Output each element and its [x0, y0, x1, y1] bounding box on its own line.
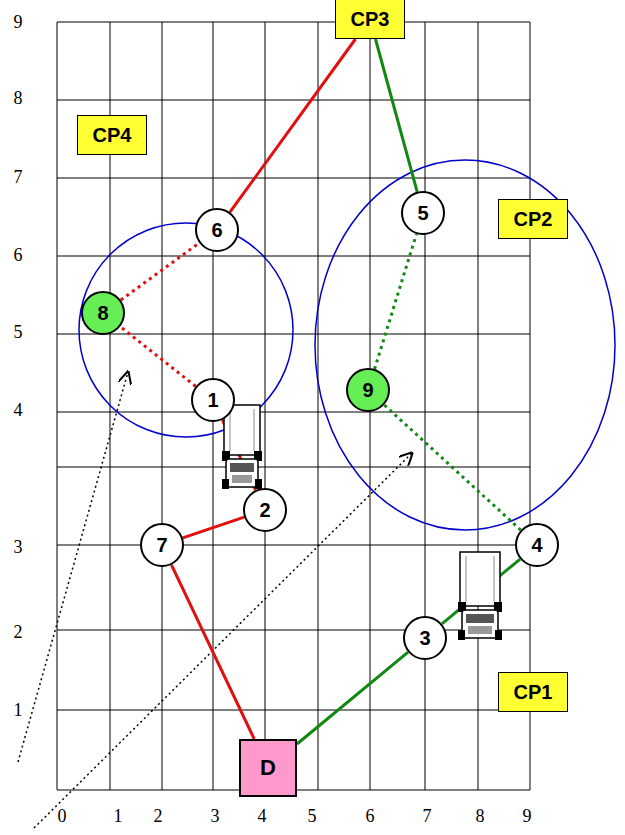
- axis-number: 6: [366, 807, 375, 825]
- node-label: 5: [417, 203, 428, 223]
- leader-arrow: [18, 372, 128, 762]
- route-line: [171, 565, 254, 739]
- axis-number: 8: [476, 807, 485, 825]
- customer-circle: 1: [191, 378, 235, 422]
- depot-box: D: [239, 739, 297, 797]
- node-label: 1: [207, 390, 218, 410]
- customer-circle: 7: [140, 523, 184, 567]
- axis-number: 1: [14, 701, 23, 719]
- route-segment: [297, 652, 408, 744]
- axis-number: 4: [14, 401, 23, 419]
- node-label: CP2: [514, 209, 553, 229]
- yellow-checkpoint-box: CP2: [498, 199, 568, 239]
- route-segment: [375, 39, 417, 192]
- cluster-ellipse: [315, 160, 615, 530]
- customer-circle-green: 9: [346, 368, 390, 412]
- axis-number: 4: [258, 807, 267, 825]
- node-label: 3: [419, 628, 430, 648]
- route-segment: [121, 243, 199, 300]
- node-label: 7: [156, 535, 167, 555]
- axis-number: 3: [14, 538, 23, 556]
- axis-number: 7: [423, 807, 432, 825]
- axis-number: 6: [14, 246, 23, 264]
- node-label: 6: [211, 220, 222, 240]
- axis-number: 0: [58, 807, 67, 825]
- route-line: [183, 517, 244, 538]
- truck-icon: [458, 552, 502, 640]
- route-segment: [230, 39, 356, 212]
- route-line: [375, 39, 417, 192]
- axis-number: 9: [14, 13, 23, 31]
- cluster-ellipse: [79, 223, 293, 437]
- node-label: CP1: [514, 682, 553, 702]
- axis-number: 5: [308, 807, 317, 825]
- dotted-route-line: [121, 243, 199, 300]
- yellow-checkpoint-box: CP3: [335, 0, 405, 39]
- dotted-route-line: [120, 327, 195, 387]
- customer-circle: 5: [401, 191, 445, 235]
- axis-number: 9: [523, 807, 532, 825]
- node-label: 9: [362, 380, 373, 400]
- route-segment: [375, 234, 417, 369]
- leader-arrow: [34, 453, 412, 828]
- route-segment: [183, 517, 244, 538]
- route-line: [230, 39, 356, 212]
- customer-circle: 3: [403, 616, 447, 660]
- yellow-checkpoint-box: CP4: [77, 115, 147, 155]
- route-line: [297, 652, 408, 744]
- route-segment: [171, 565, 254, 739]
- axis-number: 8: [14, 89, 23, 107]
- truck-icon: [222, 405, 262, 489]
- dotted-route-line: [384, 405, 521, 530]
- axis-number: 1: [114, 807, 123, 825]
- customer-circle: 2: [243, 488, 287, 532]
- axis-number: 2: [14, 623, 23, 641]
- node-label: D: [260, 757, 276, 779]
- node-label: 2: [259, 500, 270, 520]
- node-label: CP4: [93, 125, 132, 145]
- node-label: 4: [531, 535, 542, 555]
- grid-lines: [57, 22, 530, 790]
- customer-circle: 4: [515, 523, 559, 567]
- node-label: 8: [97, 303, 108, 323]
- route-segment: [120, 327, 195, 387]
- axis-number: 7: [14, 168, 23, 186]
- yellow-checkpoint-box: CP1: [498, 672, 568, 712]
- node-label: CP3: [351, 9, 390, 29]
- route-segment: [384, 405, 521, 530]
- customer-circle-green: 8: [81, 291, 125, 335]
- customer-circle: 6: [195, 208, 239, 252]
- axis-number: 2: [154, 807, 163, 825]
- axis-number: 5: [14, 323, 23, 341]
- dotted-route-line: [375, 234, 417, 369]
- axis-number: 3: [211, 807, 220, 825]
